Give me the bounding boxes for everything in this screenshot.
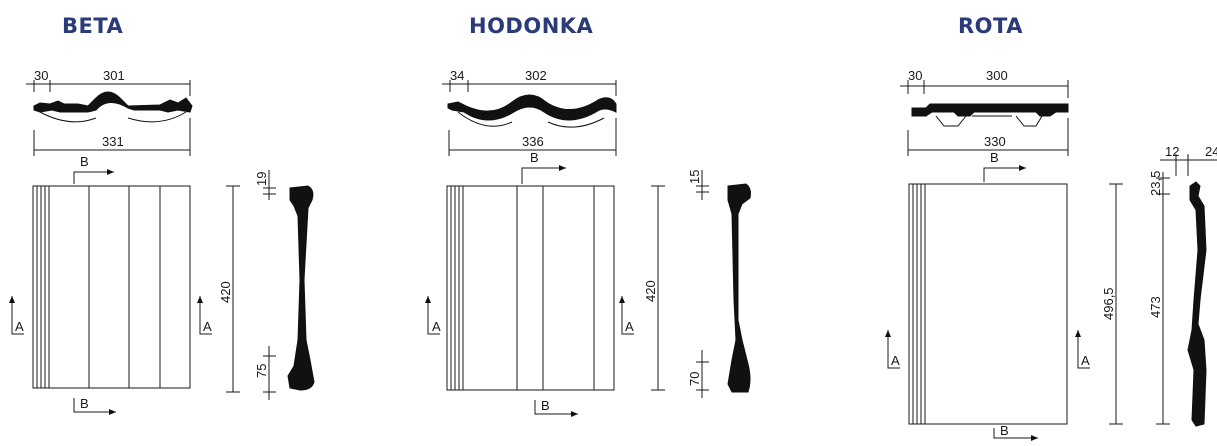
hodonka-section-a-left-label: A	[432, 319, 441, 334]
hodonka-tail-gap-label: 70	[687, 372, 702, 386]
beta-section-a-left	[9, 296, 24, 335]
hodonka-section-a-right-label: A	[625, 319, 634, 334]
rota-section-b-bottom	[993, 428, 1038, 441]
beta-tail-gap-label: 75	[254, 364, 269, 378]
beta-side-section	[287, 185, 315, 391]
hodonka-section-b-top	[521, 165, 566, 184]
product-title-hodonka: HODONKA	[469, 14, 594, 38]
beta-head-gap-label: 19	[254, 172, 269, 186]
beta-section-b-bottom-label: B	[80, 396, 89, 411]
rota-profile	[911, 103, 1069, 127]
rota-section-b-top-label: B	[990, 150, 999, 165]
rota-total-width-label: 330	[984, 134, 1006, 149]
hodonka-length-label: 420	[643, 280, 658, 302]
beta-section-a-right	[197, 296, 212, 335]
hodonka-section-b-top-label: B	[530, 150, 539, 165]
rota-plan	[908, 183, 1068, 425]
rota-side-edge2-label: 24	[1205, 144, 1217, 159]
hodonka-drawing: 34 302 336 B B A A 420 15	[425, 68, 751, 417]
rota-section-b-bottom-label: B	[1000, 423, 1009, 438]
hodonka-total-width-label: 336	[522, 134, 544, 149]
beta-section-b-bottom	[73, 398, 116, 415]
rota-side-section	[1187, 181, 1207, 427]
rota-cover-width-label: 300	[986, 68, 1008, 83]
beta-total-width-label: 331	[102, 134, 124, 149]
rota-section-b-top	[983, 165, 1026, 182]
beta-section-b-top-label: B	[80, 154, 89, 169]
rota-drawing: 30 300 330 B B A A 496,5	[885, 68, 1217, 441]
rota-section-a-right-label: A	[1081, 353, 1090, 368]
product-title-beta: BETA	[62, 14, 124, 38]
beta-profile-dims	[26, 80, 191, 156]
beta-section-b-top	[73, 169, 114, 184]
hodonka-profile-dims	[442, 80, 617, 156]
rota-length-dims	[1109, 154, 1217, 425]
rota-edge-label: 30	[908, 68, 922, 83]
beta-cover-width-label: 301	[103, 68, 125, 83]
beta-length-label: 420	[218, 281, 233, 303]
rota-head-gap-label: 23,5	[1148, 171, 1163, 196]
beta-plan	[32, 185, 191, 389]
beta-section-a-right-label: A	[203, 319, 212, 334]
rota-length-label: 496,5	[1101, 287, 1116, 320]
rota-side-edge-label: 12	[1165, 144, 1179, 159]
hodonka-head-gap-label: 15	[687, 170, 702, 184]
rota-section-a-left	[885, 330, 900, 369]
beta-length-dims	[226, 170, 276, 400]
product-title-rota: ROTA	[958, 14, 1023, 38]
hodonka-length-dims	[651, 170, 709, 398]
rota-section-a-left-label: A	[891, 353, 900, 368]
hodonka-profile	[447, 94, 617, 128]
hodonka-cover-width-label: 302	[525, 68, 547, 83]
beta-profile	[33, 91, 193, 123]
hodonka-section-a-left	[425, 296, 440, 335]
rota-profile-dims	[900, 80, 1069, 156]
hodonka-side-section	[727, 183, 751, 393]
hodonka-section-b-bottom	[534, 400, 578, 417]
rota-side-length-label: 473	[1148, 296, 1163, 318]
rota-section-a-right	[1075, 330, 1090, 369]
beta-edge-label: 30	[34, 68, 48, 83]
hodonka-plan	[446, 185, 615, 391]
hodonka-edge-label: 34	[450, 68, 464, 83]
beta-drawing: 30 301 331 B B A A	[9, 68, 315, 415]
hodonka-section-a-right	[619, 296, 634, 335]
beta-section-a-left-label: A	[15, 319, 24, 334]
hodonka-section-b-bottom-label: B	[541, 398, 550, 413]
